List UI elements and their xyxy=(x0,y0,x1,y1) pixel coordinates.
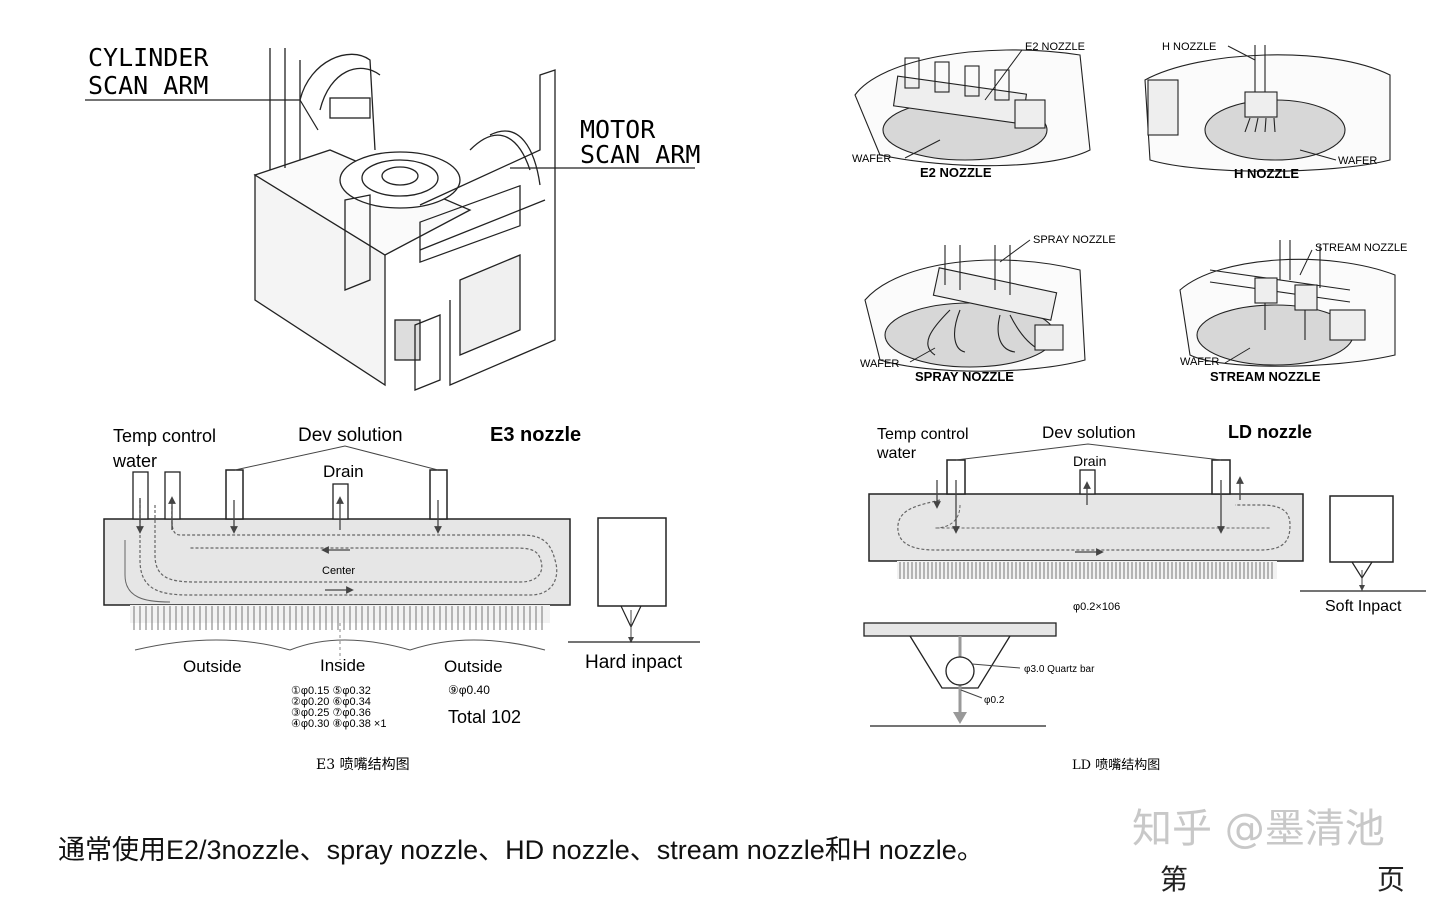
stream-wafer-label: WAFER xyxy=(1180,356,1219,368)
motor-label-line2: SCAN ARM xyxy=(580,140,700,169)
cylinder-label-line1: CYLINDER xyxy=(88,43,209,72)
ld-caption: LD 喷嘴结构图 xyxy=(1072,758,1160,773)
ld-temp-label-line1: Temp control xyxy=(877,426,969,443)
h-wafer-label: WAFER xyxy=(1338,155,1377,167)
ld-hole-spec: φ0.2×106 xyxy=(1073,601,1120,613)
e3-ninth-diameter: ⑨φ0.40 xyxy=(448,683,490,697)
ld-nozzle-diagram xyxy=(863,443,1426,727)
e3-outside-right: Outside xyxy=(444,657,503,676)
e3-drain-label: Drain xyxy=(323,462,364,481)
cylinder-label-line2: SCAN ARM xyxy=(88,71,208,100)
watermark: 知乎 @墨清池 xyxy=(1132,806,1385,852)
diagram-canvas: CYLINDER SCAN ARM MOTOR SCAN ARM E2 NOZZ… xyxy=(85,41,1426,773)
cylinder-leader-tip xyxy=(299,99,319,131)
e3-diameter-row1: ①φ0.15 ⑤φ0.32 xyxy=(291,685,371,697)
spray-nozzle-panel xyxy=(864,245,1086,372)
e3-center-label: Center xyxy=(322,565,355,577)
stream-nozzle-panel xyxy=(1179,240,1396,367)
ld-drain-label: Drain xyxy=(1073,453,1106,469)
motor-label-line1: MOTOR xyxy=(580,115,656,144)
partial-page-text: 第 页 xyxy=(1160,863,1405,896)
e3-diameter-row3: ③φ0.25 ⑦φ0.36 xyxy=(291,707,371,719)
e3-dev-label: Dev solution xyxy=(298,425,403,446)
stream-callout: STREAM NOZZLE xyxy=(1315,242,1407,254)
e2-title: E2 NOZZLE xyxy=(920,165,992,180)
e3-temp-label-line2: water xyxy=(112,451,157,471)
stream-title: STREAM NOZZLE xyxy=(1210,369,1321,384)
ld-soft-impact: Soft Inpact xyxy=(1325,598,1402,615)
e3-temp-label-line1: Temp control xyxy=(113,426,216,446)
e3-title: E3 nozzle xyxy=(490,424,581,446)
e3-total: Total 102 xyxy=(448,707,521,727)
h-title: H NOZZLE xyxy=(1234,166,1299,181)
e3-inside: Inside xyxy=(320,656,365,675)
ld-quartz-label: φ3.0 Quartz bar xyxy=(1024,664,1095,675)
ld-temp-label-line2: water xyxy=(876,445,917,462)
scan-arm-illustration xyxy=(253,48,556,391)
e3-diameter-row4: ④φ0.30 ⑧φ0.38 ×1 xyxy=(291,718,386,730)
spray-title: SPRAY NOZZLE xyxy=(915,369,1014,384)
e3-nozzle-diagram xyxy=(103,445,700,660)
e3-caption: E3 喷嘴结构图 xyxy=(316,757,410,773)
e2-wafer-label: WAFER xyxy=(852,153,891,165)
e3-diameter-row2: ②φ0.20 ⑥φ0.34 xyxy=(291,696,371,708)
ld-title: LD nozzle xyxy=(1228,422,1312,442)
e3-hard-impact: Hard inpact xyxy=(585,652,683,673)
h-callout: H NOZZLE xyxy=(1162,41,1216,53)
spray-wafer-label: WAFER xyxy=(860,358,899,370)
e2-callout: E2 NOZZLE xyxy=(1025,41,1085,53)
e3-outside-left: Outside xyxy=(183,657,242,676)
spray-callout: SPRAY NOZZLE xyxy=(1033,234,1116,246)
h-nozzle-panel xyxy=(1144,45,1391,172)
bottom-caption: 通常使用E2/3nozzle、spray nozzle、HD nozzle、st… xyxy=(58,835,984,865)
e2-nozzle-panel xyxy=(854,49,1091,167)
ld-dev-label: Dev solution xyxy=(1042,423,1136,442)
ld-small-diameter: φ0.2 xyxy=(984,695,1005,706)
